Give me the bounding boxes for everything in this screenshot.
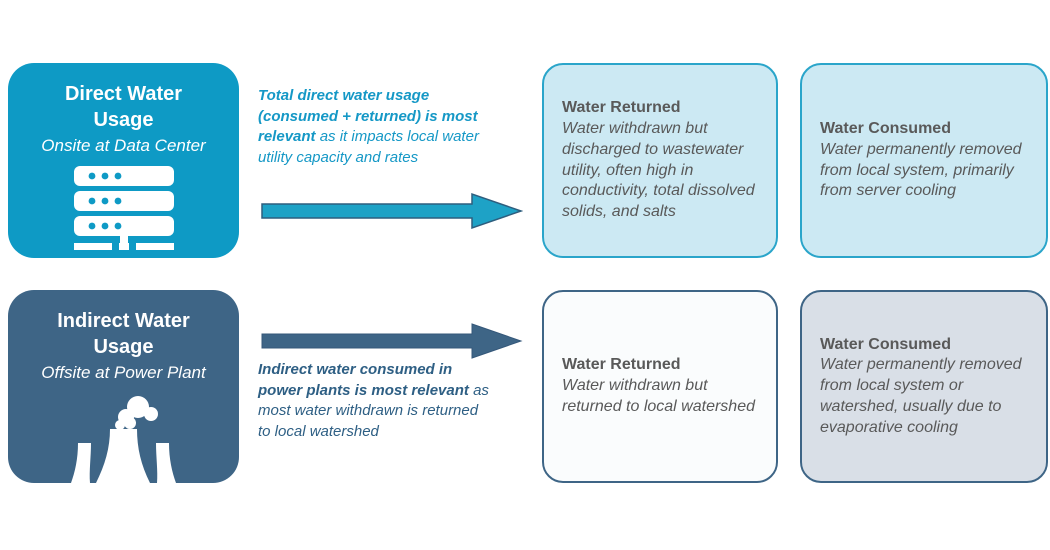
indirect-note-bold: Indirect water consumed in power plants …	[258, 361, 469, 399]
indirect-water-consumed-box: Water Consumed Water permanently removed…	[800, 290, 1048, 483]
indirect-note: Indirect water consumed in power plants …	[258, 360, 490, 443]
direct-note-rest: as it impacts local water utility capaci…	[258, 128, 479, 167]
direct-water-consumed-box: Water Consumed Water permanently removed…	[800, 63, 1048, 258]
direct-water-returned-title: Water Returned	[562, 99, 681, 117]
power-plant-icon	[70, 393, 178, 490]
direct-water-returned-box: Water Returned Water withdrawn but disch…	[542, 63, 778, 258]
direct-flow-arrow	[261, 192, 524, 235]
indirect-water-usage-subtitle: Offsite at Power Plant	[41, 363, 206, 382]
indirect-water-usage-box: Indirect Water Usage Offsite at Power Pl…	[8, 290, 239, 484]
direct-note: Total direct water usage (consumed + ret…	[258, 86, 502, 169]
indirect-water-returned-body: Water withdrawn but returned to local wa…	[562, 377, 755, 415]
direct-note-bold: Total direct water usage (consumed + ret…	[258, 87, 478, 146]
server-icon	[72, 166, 176, 255]
indirect-water-consumed-body: Water permanently removed from local sys…	[820, 356, 1022, 436]
direct-water-usage-subtitle: Onsite at Data Center	[41, 136, 206, 155]
indirect-water-returned-box: Water Returned Water withdrawn but retur…	[542, 290, 778, 483]
direct-water-returned-body: Water withdrawn but discharged to wastew…	[562, 119, 755, 221]
direct-water-consumed-body: Water permanently removed from local sys…	[820, 140, 1022, 200]
direct-water-consumed-title: Water Consumed	[820, 119, 951, 137]
indirect-water-usage-title: Indirect Water Usage	[57, 310, 190, 358]
indirect-water-returned-title: Water Returned	[562, 356, 681, 374]
indirect-flow-arrow	[261, 322, 523, 365]
direct-water-usage-box: Direct Water Usage Onsite at Data Center	[8, 63, 239, 258]
indirect-note-rest: as most water withdrawn is returned to l…	[258, 381, 489, 441]
direct-water-usage-title: Direct Water Usage	[64, 83, 183, 131]
indirect-water-consumed-title: Water Consumed	[820, 335, 951, 353]
